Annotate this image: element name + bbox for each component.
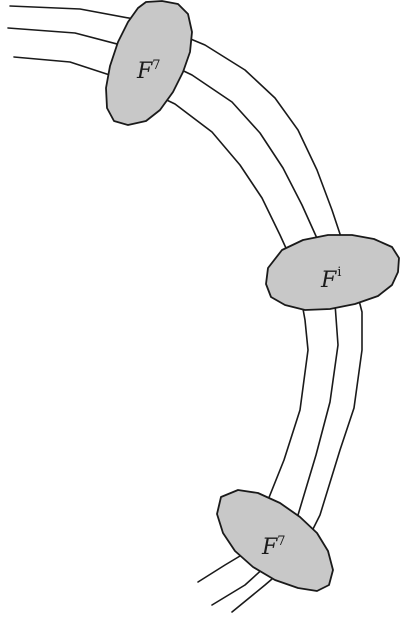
node-middle-superscript: i xyxy=(337,265,341,280)
svg-text:Fi: Fi xyxy=(320,265,341,293)
node-middle-shape xyxy=(265,234,400,311)
node-top: F7 xyxy=(105,0,193,126)
strand-1 xyxy=(9,5,363,613)
node-top-shape xyxy=(105,0,193,126)
node-bottom-letter: F xyxy=(261,535,278,560)
node-top-superscript: 7 xyxy=(152,58,160,73)
node-middle-letter: F xyxy=(320,268,337,293)
node-top-letter: F xyxy=(136,59,153,84)
node-bottom-superscript: 7 xyxy=(277,534,285,549)
node-bottom: F7 xyxy=(216,489,334,592)
svg-text:F7: F7 xyxy=(261,534,286,560)
node-bottom-shape xyxy=(216,489,334,592)
svg-text:F7: F7 xyxy=(136,58,161,84)
node-middle: Fi xyxy=(265,234,400,311)
